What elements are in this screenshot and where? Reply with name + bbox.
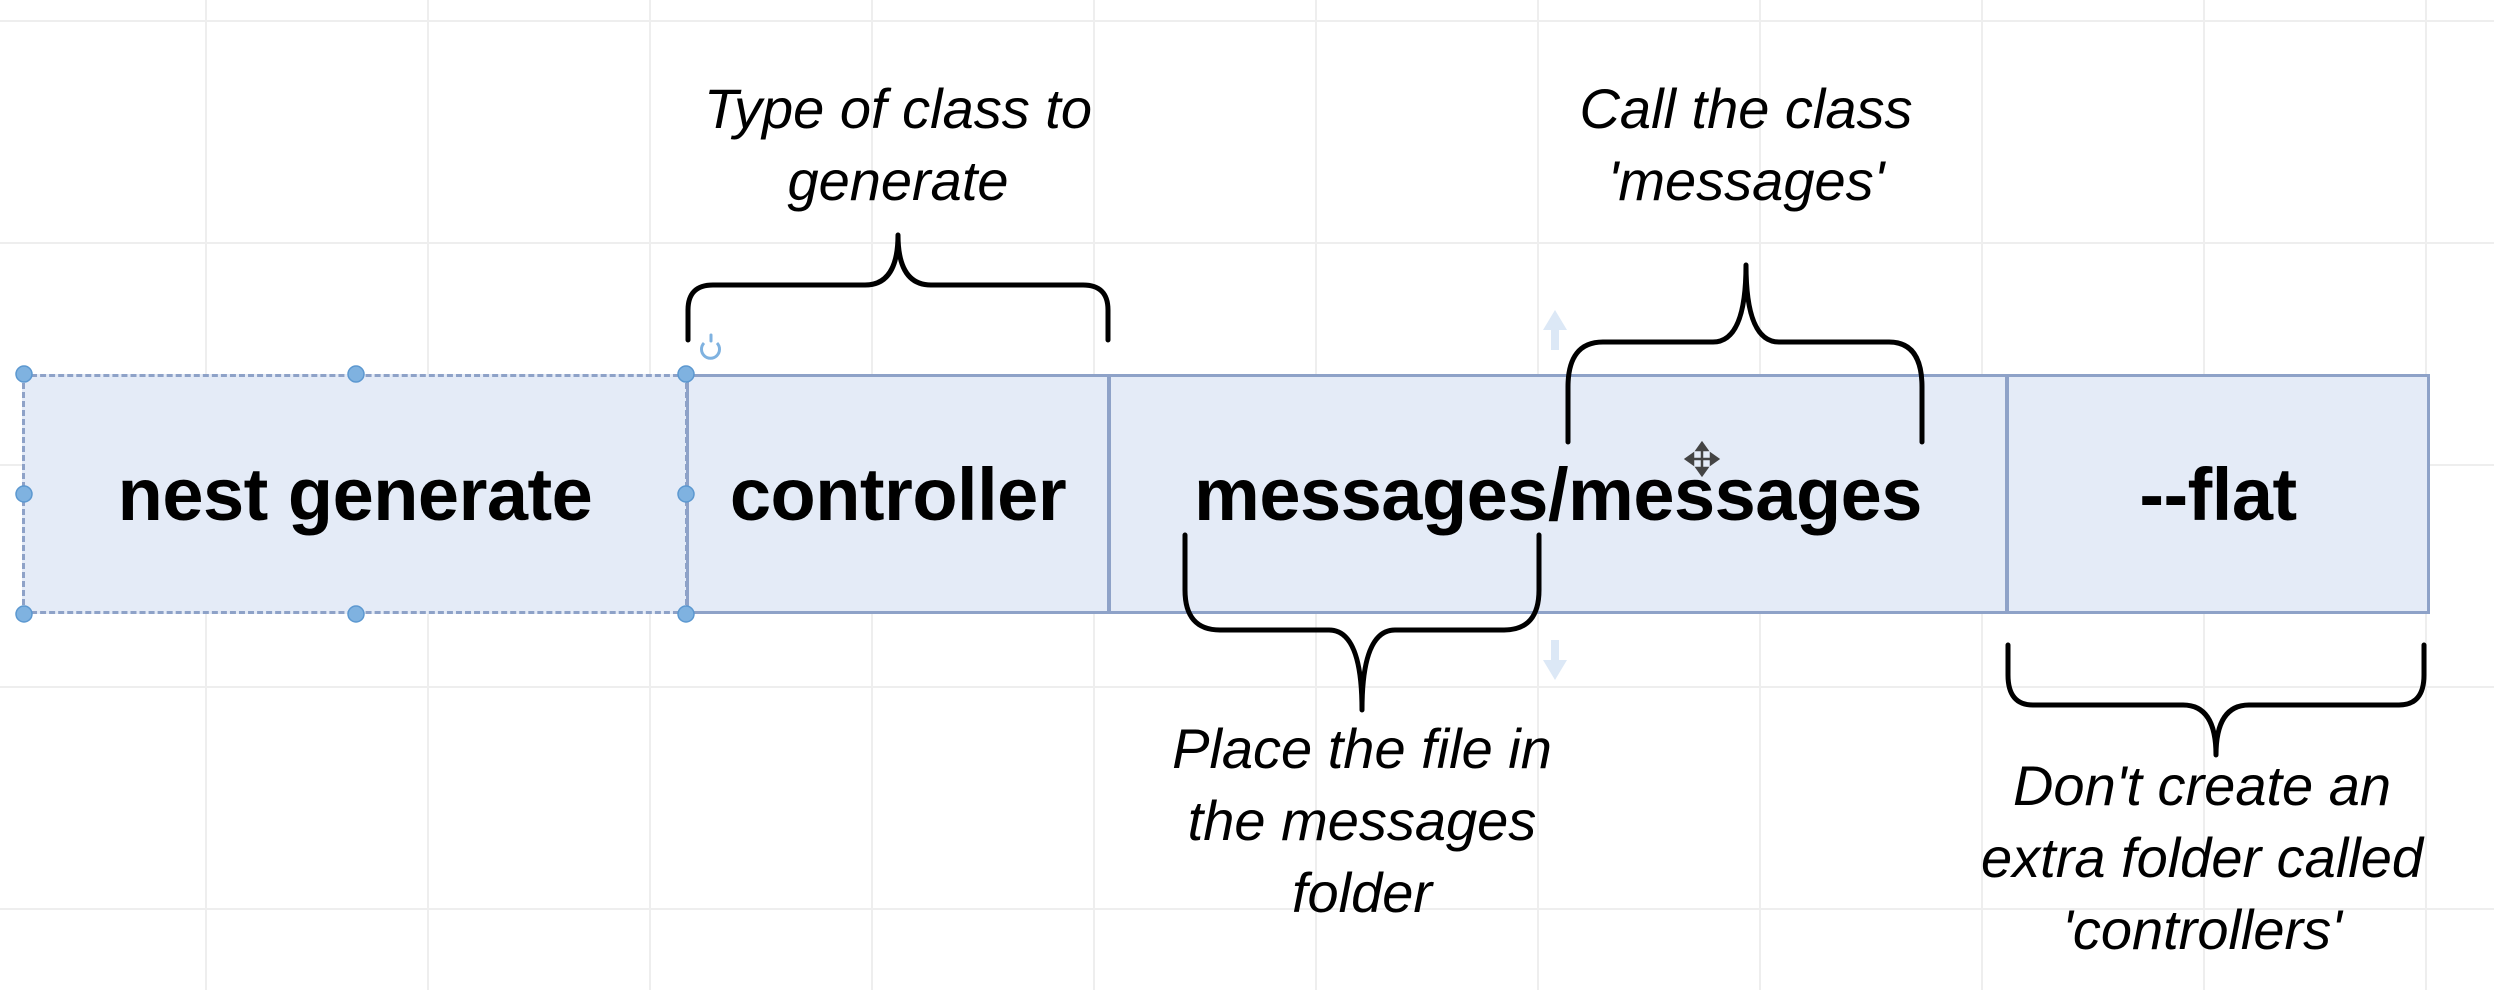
selection-handle <box>677 485 695 503</box>
selection-handle <box>15 365 33 383</box>
command-part-label: controller <box>729 452 1067 536</box>
selection-handle <box>15 605 33 623</box>
command-part-label: messages/messages <box>1194 452 1922 536</box>
selection-handle <box>677 605 695 623</box>
annotation-line: 'controllers' <box>2062 898 2342 961</box>
arrow-down-icon <box>1543 640 1567 680</box>
command-part-label: nest generate <box>117 452 593 536</box>
selection-handle <box>677 365 695 383</box>
brace-type-of-class <box>685 232 1111 343</box>
annotation-line: Don't create an <box>2012 754 2392 817</box>
annotation-line: Type of class to <box>703 77 1092 140</box>
selection-handles <box>15 365 695 623</box>
annotation-line: Place the file in <box>1172 717 1552 780</box>
brace-dont-create <box>2005 642 2427 758</box>
command-part-label: --flat <box>2139 452 2297 536</box>
rotate-icon <box>700 333 721 360</box>
brace-call-class <box>1565 262 1925 445</box>
command-part-flat-flag[interactable]: --flat <box>2006 374 2430 614</box>
selection-handle <box>347 365 365 383</box>
command-part-messages-path[interactable]: messages/messages <box>1108 374 2008 614</box>
annotation-line: generate <box>787 149 1009 212</box>
annotation-line: 'messages' <box>1607 149 1885 212</box>
annotation-dont-create: Don't create an extra folder called 'con… <box>1922 750 2482 966</box>
annotation-type-of-class: Type of class to generate <box>648 73 1148 217</box>
annotation-line: extra folder called <box>1980 826 2423 889</box>
annotation-line: the messages <box>1187 789 1537 852</box>
selection-handle <box>347 605 365 623</box>
move-cursor-icon <box>1683 440 1721 478</box>
selection-handle <box>15 485 33 503</box>
annotation-line: Call the class <box>1579 77 1913 140</box>
brace-place-file <box>1182 532 1542 713</box>
annotation-place-file: Place the file in the messages folder <box>1112 713 1612 929</box>
annotation-line: folder <box>1291 861 1433 924</box>
command-part-controller[interactable]: controller <box>686 374 1110 614</box>
annotation-call-class: Call the class 'messages' <box>1496 73 1996 217</box>
command-part-nest-generate[interactable]: nest generate <box>22 374 688 614</box>
arrow-up-icon <box>1543 310 1567 350</box>
